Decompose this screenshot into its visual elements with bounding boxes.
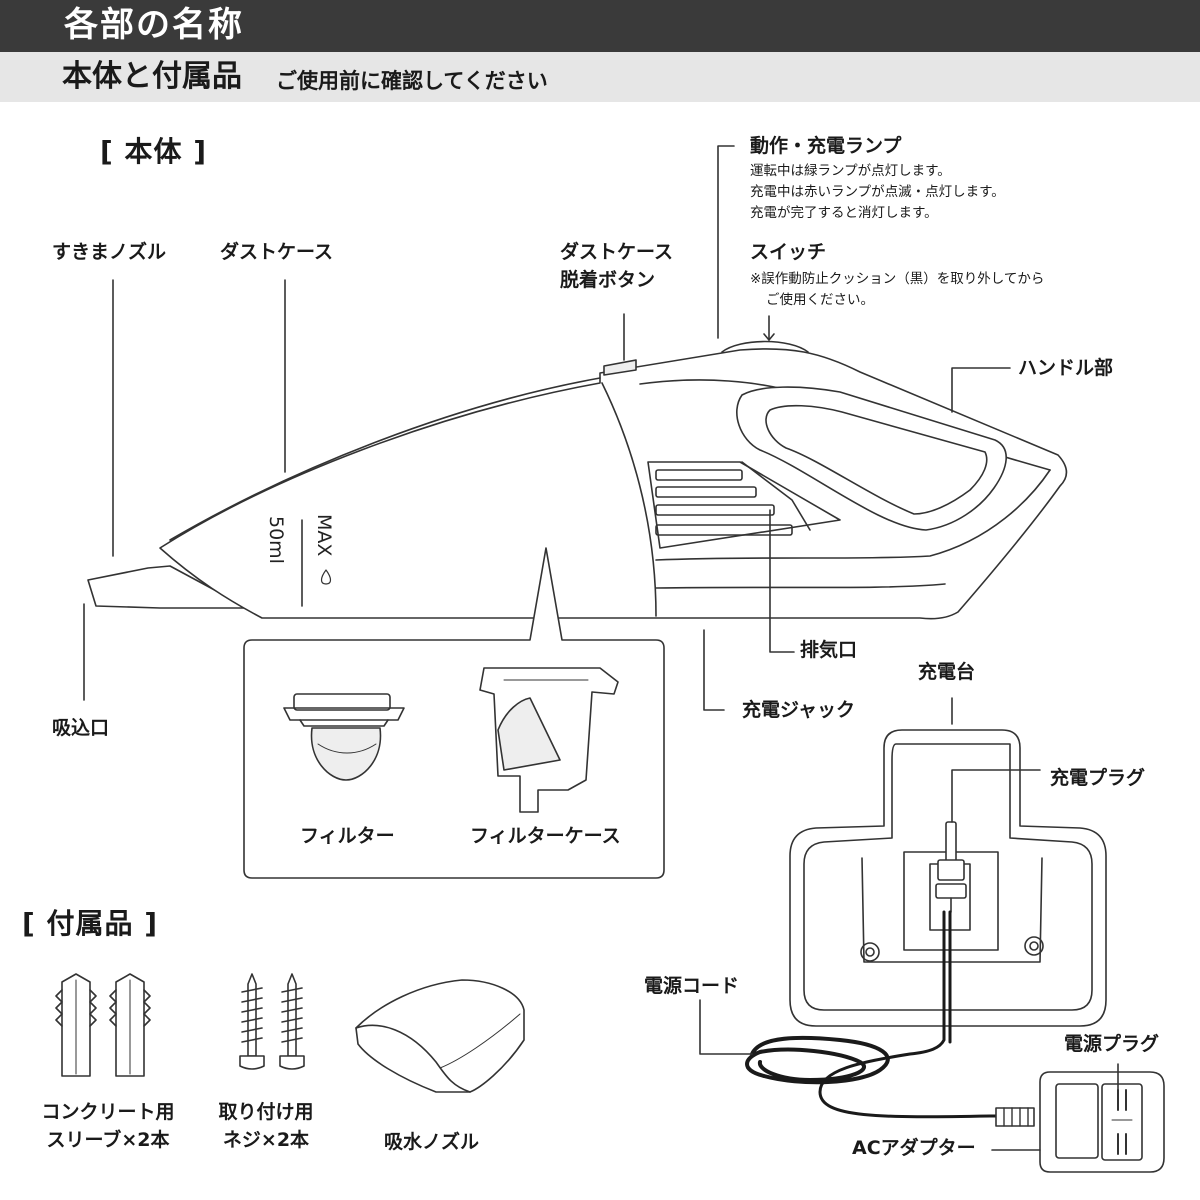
screw-drawing (239, 973, 305, 1070)
note-switch-2: ご使用ください。 (766, 292, 874, 308)
volume-mark: 50ml (265, 516, 287, 564)
note-lamp-1: 運転中は緑ランプが点灯します。 (750, 163, 951, 179)
note-switch-1: ※誤作動防止クッション（黒）を取り外してから (750, 271, 1045, 287)
label-dust-case-release-2: 脱着ボタン (560, 269, 656, 291)
release-button (603, 359, 637, 376)
leader-lamp (717, 145, 735, 339)
leader-plug (951, 769, 1041, 823)
label-charge-plug: 充電プラグ (1050, 767, 1146, 789)
page-title: 各部の名称 (64, 5, 244, 45)
label-screw-2: ネジ×2本 (222, 1129, 310, 1151)
note-lamp-2: 充電中は赤いランプが点滅・点灯します。 (750, 184, 1005, 200)
leader-handle (951, 367, 1011, 413)
handle-grip (736, 386, 1007, 531)
section-main-body: [ 本体 ] (100, 135, 208, 168)
exhaust-vents (647, 461, 841, 549)
label-handle: ハンドル部 (1018, 357, 1114, 379)
label-dust-case-release-1: ダストケース (560, 241, 674, 263)
leader-exhaust (769, 509, 795, 653)
label-sleeve-2: スリーブ×2本 (46, 1129, 170, 1151)
note-lamp-3: 充電が完了すると消灯します。 (750, 205, 938, 221)
label-exhaust: 排気口 (800, 639, 858, 661)
label-power-plug: 電源プラグ (1064, 1033, 1160, 1055)
switch-bump (721, 340, 809, 353)
label-water-nozzle: 吸水ノズル (384, 1131, 480, 1153)
label-dust-case: ダストケース (220, 241, 334, 263)
filter-case-drawing (479, 667, 619, 813)
leader-cord (699, 999, 753, 1055)
label-filter: フィルター (300, 825, 395, 847)
label-filter-case: フィルターケース (470, 825, 621, 847)
label-screw-1: 取り付け用 (218, 1101, 314, 1123)
cord-coil (745, 1035, 890, 1085)
label-ac-adapter: ACアダプター (852, 1137, 976, 1159)
label-crevice-nozzle: すきまノズル (52, 241, 167, 263)
ac-adapter-drawing (995, 1071, 1165, 1173)
label-power-cord: 電源コード (644, 975, 740, 997)
subheader-bar: 本体と付属品 ご使用前に確認してください (0, 52, 1200, 102)
label-sleeve-1: コンクリート用 (41, 1101, 175, 1123)
label-charge-jack: 充電ジャック (742, 699, 856, 721)
label-switch: スイッチ (750, 241, 827, 263)
subheader-note: ご使用前に確認してください (276, 69, 548, 93)
label-lamp: 動作・充電ランプ (750, 135, 902, 157)
filter-callout (243, 547, 665, 879)
water-nozzle-drawing (355, 979, 525, 1093)
label-intake: 吸込口 (52, 717, 110, 739)
label-charging-stand: 充電台 (918, 661, 976, 683)
leader-switch-tick (763, 333, 775, 341)
leader-jack (703, 629, 725, 711)
max-mark: MAX (313, 514, 335, 556)
filter-drawing (283, 693, 405, 781)
page-header: 各部の名称 (0, 0, 1200, 52)
subheader-title: 本体と付属品 (62, 59, 242, 94)
section-accessories: [ 付属品 ] (22, 907, 159, 940)
sleeve-drawing (55, 973, 151, 1077)
